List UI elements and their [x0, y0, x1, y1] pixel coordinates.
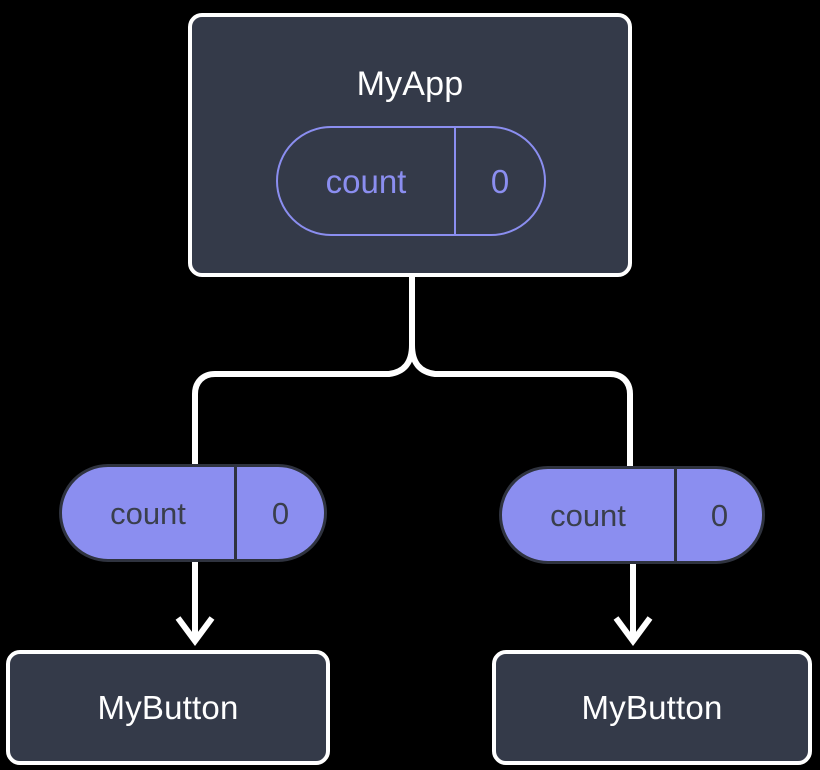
connector-fork-right [409, 342, 633, 469]
state-pill-root-key: count [278, 128, 456, 234]
child-left-component-label: MyButton [97, 689, 239, 726]
root-component-label: MyApp [356, 65, 464, 103]
state-pill-child-right-value: 0 [710, 497, 729, 533]
state-pill-child-right[interactable]: count 0 [499, 466, 765, 564]
component-node-child-left[interactable]: MyButton [6, 650, 330, 765]
state-pill-root-value: 0 [490, 162, 510, 200]
state-pill-child-left-value: 0 [271, 495, 290, 531]
child-right-component-label: MyButton [581, 689, 723, 726]
connector-fork-left [192, 342, 415, 469]
state-pill-child-right-key: count [502, 469, 677, 561]
state-pill-child-left-key: count [62, 467, 237, 559]
state-pill-child-left[interactable]: count 0 [59, 464, 327, 562]
component-node-child-right[interactable]: MyButton [492, 650, 812, 765]
connector-arrow-right-head [613, 616, 653, 647]
state-pill-root[interactable]: count 0 [276, 126, 546, 236]
connector-arrow-left-head [175, 616, 215, 647]
